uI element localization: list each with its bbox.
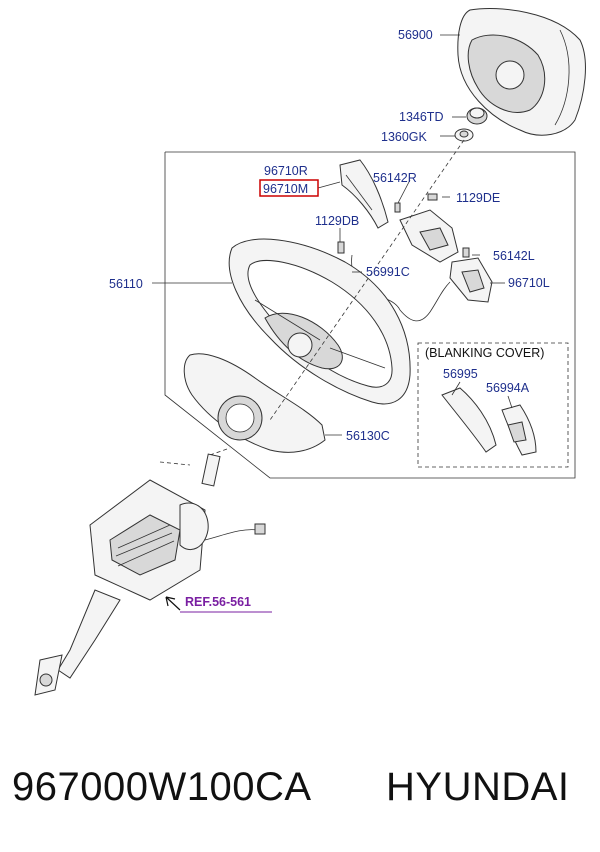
steering-wheel — [228, 238, 411, 405]
label-blanking-cover: (BLANKING COVER) — [425, 346, 544, 360]
airbag-module — [457, 8, 586, 136]
label-96710r: 96710R — [264, 164, 308, 178]
steering-column — [34, 447, 266, 696]
exploded-parts-diagram: 56900 1346TD 1360GK 96710R 96710M 56142R… — [34, 8, 586, 696]
product-footer: 967000W100CA HYUNDAI — [0, 755, 600, 825]
switch-96710l — [449, 257, 493, 303]
blanking-cover-56994a — [501, 404, 537, 456]
screw-1129db — [337, 241, 345, 254]
label-56142l: 56142L — [493, 249, 535, 263]
label-56900: 56900 — [398, 28, 433, 42]
label-1129db: 1129DB — [315, 214, 359, 228]
label-56130c: 56130C — [346, 429, 390, 443]
label-1360gk: 1360GK — [381, 130, 428, 144]
nut-1346td — [466, 107, 488, 125]
part-number: 967000W100CA — [12, 765, 312, 809]
assembly-boundary — [164, 151, 576, 479]
label-96710m: 96710M — [263, 182, 308, 196]
label-56110: 56110 — [109, 277, 143, 291]
label-1129de: 1129DE — [456, 191, 500, 205]
label-1346td: 1346TD — [399, 110, 443, 124]
screw-56142r — [394, 202, 401, 213]
washer-1360gk — [454, 128, 474, 142]
ref-link[interactable]: REF.56-561 — [185, 595, 251, 609]
blanking-cover-box — [417, 342, 569, 468]
leader-lines — [152, 34, 513, 436]
brand-name: HYUNDAI — [386, 765, 570, 809]
label-56994a: 56994A — [486, 381, 530, 395]
screw-1129de — [427, 193, 438, 201]
remote-control-module — [399, 209, 459, 263]
label-56995: 56995 — [443, 367, 478, 381]
switch-96710r — [339, 159, 389, 229]
highlight-box-96710m — [259, 179, 319, 197]
lower-cover-56130c — [183, 353, 326, 453]
screw-56142l — [462, 247, 470, 258]
blanking-cover-56995 — [441, 387, 497, 453]
label-56991c: 56991C — [366, 265, 410, 279]
ref-arrow-icon — [165, 596, 181, 611]
label-56142r: 56142R — [373, 171, 417, 185]
label-96710l: 96710L — [508, 276, 550, 290]
